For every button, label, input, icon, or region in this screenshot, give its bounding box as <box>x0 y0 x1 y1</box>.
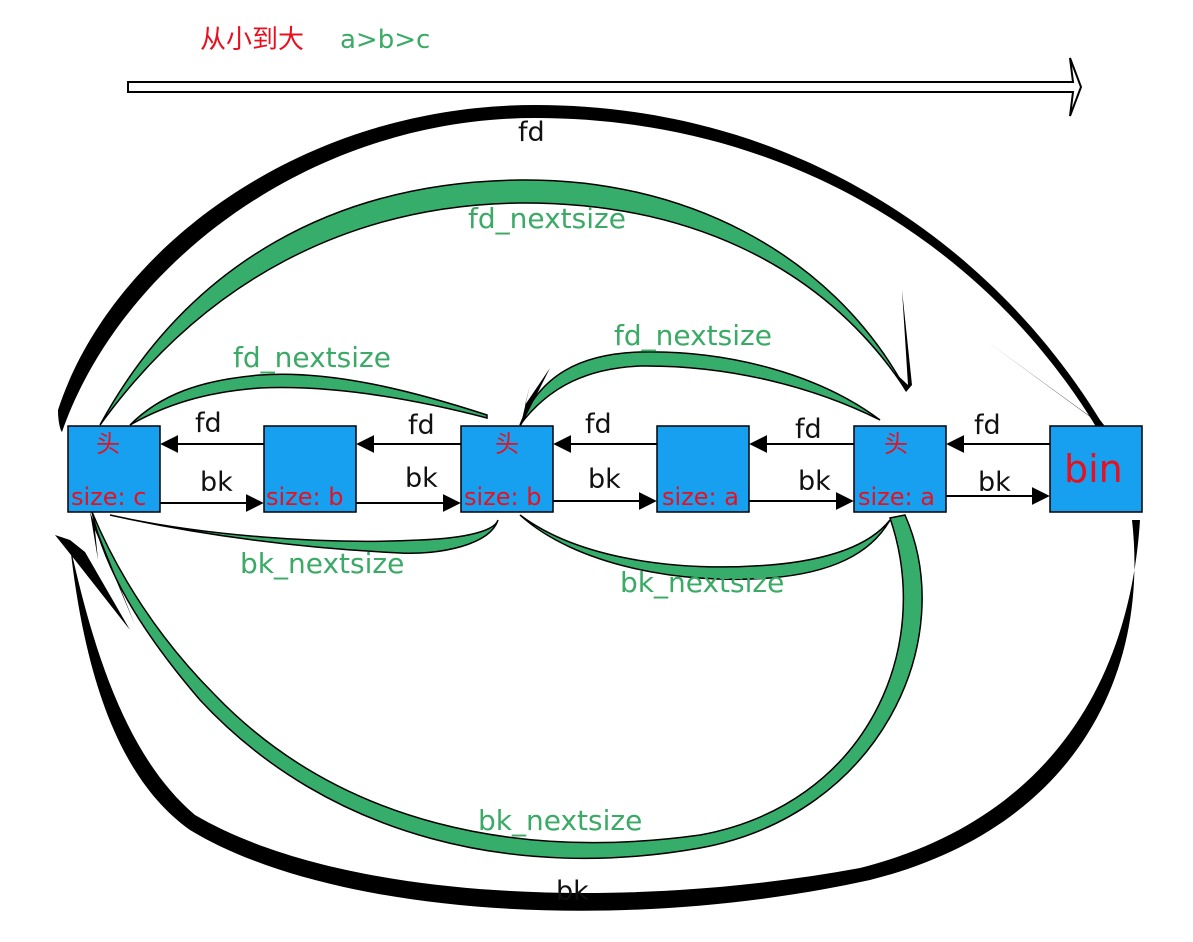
node-size-a-1: size: a <box>656 425 750 513</box>
fd-label: fd <box>585 409 612 440</box>
fd-label: fd <box>195 408 222 439</box>
bk-nextsize-big-tip <box>90 512 135 625</box>
node-size-label: size: a <box>662 483 739 511</box>
node-size-a-2: 头 size: a <box>853 425 947 513</box>
node-size-label: size: b <box>266 483 343 511</box>
fd-nextsize-label: fd_nextsize <box>468 202 626 235</box>
bin-label: bin <box>1064 447 1123 491</box>
order-relation: a>b>c <box>340 25 430 55</box>
fd-label: fd <box>795 414 822 445</box>
node-size-b-1: size: b <box>263 425 357 513</box>
node-size-c: 头 size: c <box>67 425 161 513</box>
fd-nextsize-big-tip <box>892 290 912 392</box>
bk-label: bk <box>405 463 438 494</box>
bk-nextsize-label: bk_nextsize <box>478 804 642 837</box>
node-size-b-2: 头 size: b <box>460 425 554 513</box>
bk-label: bk <box>978 467 1011 498</box>
size-order-arrow <box>127 57 1083 117</box>
fd-nextsize-label: fd_nextsize <box>233 341 391 374</box>
fd-nextsize-big-arc <box>99 179 907 426</box>
fd-big-arc <box>58 105 1106 432</box>
bk-arrows <box>160 487 1050 512</box>
fd-nextsize-label: fd_nextsize <box>614 319 772 352</box>
bk-label: bk <box>200 467 233 498</box>
fd-nextsize-small-arc-2 <box>519 351 881 426</box>
bk-nextsize-label: bk_nextsize <box>240 547 404 580</box>
node-size-label: size: c <box>71 483 146 511</box>
bk-big-label: bk <box>556 876 589 907</box>
order-text: 从小到大 <box>200 25 304 55</box>
fd-nextsize-small-arc-1 <box>129 373 488 426</box>
node-size-label: size: a <box>858 483 935 511</box>
fd-label: fd <box>408 410 435 441</box>
fd-label: fd <box>974 410 1001 441</box>
bk-nextsize-small-arc-1 <box>109 514 499 554</box>
fd-big-arc-tip <box>985 340 1108 430</box>
bk-label: bk <box>798 466 831 497</box>
node-size-label: size: b <box>464 483 541 511</box>
bk-label: bk <box>588 464 621 495</box>
fd-big-label: fd <box>518 117 545 148</box>
node-head-label: 头 <box>884 430 908 458</box>
node-bin: bin <box>1049 425 1143 513</box>
fd-nextsize-small-tip-2 <box>520 368 550 428</box>
node-head-label: 头 <box>96 430 120 458</box>
node-head-label: 头 <box>495 430 519 458</box>
bk-nextsize-label: bk_nextsize <box>620 566 784 599</box>
